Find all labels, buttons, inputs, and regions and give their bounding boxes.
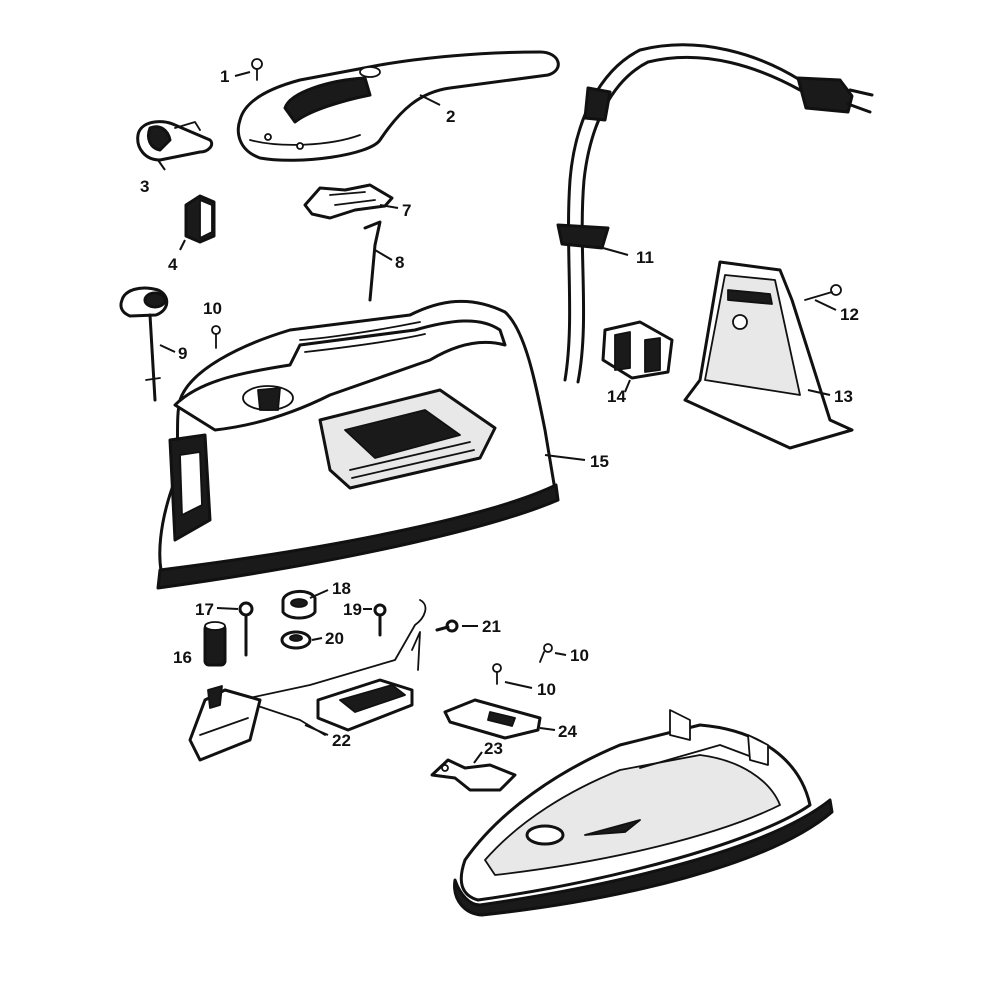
part-16-spacer	[203, 621, 227, 667]
callout-13: 13	[834, 387, 853, 406]
callout-22: 22	[332, 731, 351, 750]
part-2-handle	[236, 50, 560, 162]
callout-24: 24	[558, 722, 577, 741]
callout-10-upper: 10	[203, 299, 222, 318]
part-17-screw	[238, 601, 254, 657]
part-15-housing	[156, 299, 560, 590]
callout-21: 21	[482, 617, 501, 636]
callout-labels: 1 2 3 4 7 8 9 10 11 12 13 14 15 16 17 18…	[140, 67, 859, 758]
callout-10-lower: 10	[537, 680, 556, 699]
callout-9: 9	[178, 344, 187, 363]
part-18-nut	[281, 590, 317, 620]
callout-17: 17	[195, 600, 214, 619]
callout-10-right: 10	[570, 646, 589, 665]
part-1-screw	[251, 58, 263, 81]
callout-15: 15	[590, 452, 609, 471]
part-19-screw	[373, 603, 387, 637]
part-10-screw-lower	[492, 663, 502, 685]
callout-23: 23	[484, 739, 503, 758]
part-10-screw-upper	[211, 325, 221, 349]
callout-4: 4	[168, 255, 178, 274]
callout-2: 2	[446, 107, 455, 126]
callout-3: 3	[140, 177, 149, 196]
part-14-terminal-block	[601, 320, 674, 380]
part-20-washer	[280, 630, 312, 650]
callout-20: 20	[325, 629, 344, 648]
part-7-bracket	[303, 183, 394, 220]
part-24-plate	[443, 698, 542, 740]
soleplate	[453, 709, 834, 917]
callout-14: 14	[607, 387, 626, 406]
part-8-rod	[363, 220, 382, 302]
part-4-block	[184, 194, 216, 244]
callout-7: 7	[402, 201, 411, 220]
part-13-heel-rest	[683, 260, 854, 450]
part-23-bracket	[430, 758, 517, 792]
part-12-screw	[804, 284, 842, 301]
part-9-gauge	[119, 286, 169, 402]
part-3-knob	[136, 120, 214, 162]
callout-11: 11	[636, 248, 654, 267]
part-21-screw	[435, 619, 459, 633]
part-10-screw-right	[539, 643, 553, 663]
callout-16: 16	[173, 648, 192, 667]
callout-18: 18	[332, 579, 351, 598]
part-22-element-assembly	[188, 599, 427, 762]
leader-lines	[157, 71, 837, 764]
callout-8: 8	[395, 253, 404, 272]
callout-19: 19	[343, 600, 362, 619]
part-11-cord	[556, 43, 874, 384]
callout-12: 12	[840, 305, 859, 324]
callout-1: 1	[220, 67, 229, 86]
